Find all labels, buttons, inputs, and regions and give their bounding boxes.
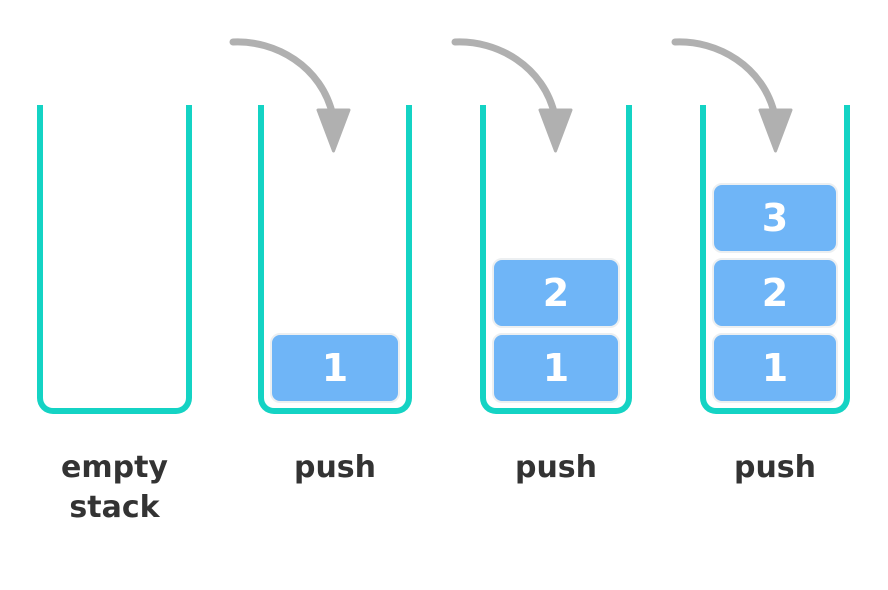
- stack-container: [37, 105, 192, 414]
- stack-caption: push: [293, 450, 377, 485]
- stack-caption: push: [514, 450, 598, 485]
- stack-column: empty stack: [37, 0, 192, 590]
- stack-container: [258, 105, 412, 414]
- stack-container: [700, 105, 850, 414]
- stack-item-box: 1: [270, 333, 400, 403]
- stack-item-box: 1: [712, 333, 838, 403]
- stack-item-box: 3: [712, 183, 838, 253]
- stack-caption: push: [733, 450, 817, 485]
- stack-container: [480, 105, 632, 414]
- stack-column: 1 push: [229, 0, 412, 590]
- stack-item-box: 1: [492, 333, 620, 403]
- stack-item-box: 2: [712, 258, 838, 328]
- stack-item-box: 2: [492, 258, 620, 328]
- stack-caption: empty stack: [61, 450, 168, 525]
